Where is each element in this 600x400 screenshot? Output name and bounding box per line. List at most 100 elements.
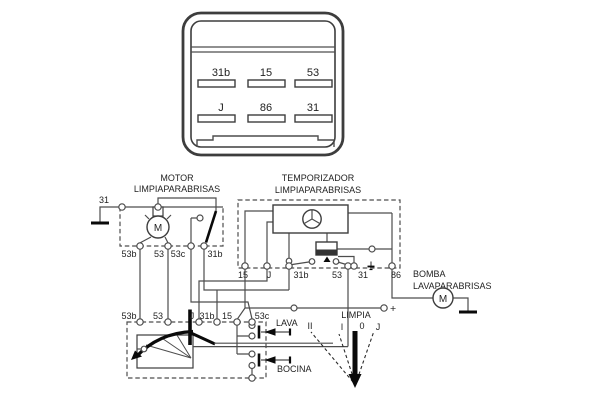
wires-to-limpia (193, 342, 348, 348)
lava-contact (248, 332, 256, 340)
terminal (154, 203, 162, 211)
terminal-label: 53 (332, 270, 342, 280)
terminal (164, 318, 172, 326)
relay-slot-31b (197, 79, 236, 88)
control-switch-box: 53b 53 J 31b 15 53c LAVA BOCINA (121, 309, 348, 382)
terminal (350, 262, 358, 270)
motor-title: MOTOR (160, 173, 194, 183)
ground-terminal-31: 31 (91, 195, 223, 225)
relay-terminal-label: 31b (212, 67, 230, 79)
terminal-label: 15 (238, 270, 248, 280)
terminal-label: J (267, 270, 272, 280)
pump-motor-icon (432, 287, 454, 309)
wire (190, 217, 197, 243)
wire (453, 297, 469, 312)
timer-title: TEMPORIZADOR (282, 173, 355, 183)
terminal-label: 53 (153, 311, 163, 321)
timer-title: LIMPIAPARABRISAS (275, 185, 361, 195)
terminal (233, 318, 241, 326)
terminal (213, 318, 221, 326)
terminal-label: 53 (154, 249, 164, 259)
junction (290, 304, 298, 312)
lava-arrow-icon (264, 328, 276, 336)
relay-slot-j (197, 114, 236, 123)
rotary-arrowhead-icon (131, 350, 142, 360)
bocina-label: BOCINA (277, 364, 312, 374)
terminal-label: 15 (222, 311, 232, 321)
rotary-positions (145, 333, 192, 359)
terminal-label: 31b (207, 249, 222, 259)
bocina-arrow-icon (264, 356, 276, 364)
terminal-label: 53c (255, 311, 270, 321)
terminal (388, 262, 396, 270)
fan-spokes (303, 209, 321, 225)
bocina-contact (248, 350, 256, 358)
wire-53c (190, 249, 253, 319)
terminal-label: 53b (121, 249, 136, 259)
relay-terminal-label: 15 (260, 67, 272, 79)
terminal (285, 262, 293, 270)
limpia-position-label: J (376, 322, 381, 332)
washer-pump: M (432, 287, 477, 314)
motor-title: LIMPIAPARABRISAS (134, 184, 220, 194)
wire (99, 206, 223, 223)
relay-slot-15 (247, 79, 286, 88)
terminal-label: J (190, 311, 195, 321)
switch-dashed-box (126, 321, 267, 379)
rotary-switch-body (136, 334, 194, 369)
relay-slot-53 (294, 79, 333, 88)
park-switch-blade (204, 210, 218, 243)
rotary-contact (140, 345, 148, 353)
pump-title: LAVAPARABRISAS (413, 281, 492, 291)
lava-label: LAVA (276, 318, 298, 328)
terminal (187, 242, 195, 250)
wire (157, 197, 217, 211)
wiper-motor-icon (146, 215, 170, 239)
terminal (263, 262, 271, 270)
terminal-label: 31 (358, 270, 368, 280)
terminal (248, 374, 256, 382)
terminal (195, 318, 203, 326)
relay-contact (308, 258, 316, 265)
timer-dashed-box (237, 199, 401, 269)
rotary-sweep-arc (134, 329, 194, 359)
terminal (118, 203, 126, 211)
relay-terminal-label: 53 (307, 67, 319, 79)
terminal-label: 31b (293, 270, 308, 280)
timer-box: 15 J 31b 53 31 86 (237, 199, 433, 299)
wire (288, 255, 355, 266)
park-contact (196, 214, 204, 222)
wire-15-plus (237, 269, 381, 320)
relay-terminal-label: 86 (260, 102, 272, 114)
motor-letter: M (154, 223, 162, 234)
plus-label: + (390, 303, 396, 315)
terminal (248, 318, 256, 326)
relay-coil-core (316, 249, 337, 255)
junction (368, 245, 376, 253)
relay-terminal-label: 31 (307, 102, 319, 114)
limpia-switch: LIMPIA II I 0 J (307, 310, 380, 388)
limpia-label: LIMPIA (341, 310, 371, 320)
relay-terminal-label: J (218, 102, 224, 114)
relay-connector: 31b 15 53 J 86 31 (181, 11, 345, 157)
wire-j (198, 269, 268, 319)
wire-31b (203, 249, 290, 319)
terminal (241, 262, 249, 270)
plus-terminal (380, 304, 388, 312)
bocina-contact (248, 361, 256, 370)
position-fan-lines (310, 330, 375, 383)
terminal (136, 242, 144, 250)
limpia-position-label: 0 (359, 321, 364, 331)
wire (244, 210, 433, 299)
relay-contact (332, 258, 340, 265)
terminal-label: 53c (171, 249, 186, 259)
pump-title: BOMBA (413, 269, 446, 279)
limpia-position-label: II (307, 321, 312, 331)
switch-lever-link (190, 331, 216, 346)
relay-slot-86 (247, 114, 286, 123)
limpia-position-label: I (341, 322, 344, 332)
pump-letter: M (439, 294, 447, 305)
limpia-lever-arrowhead-icon (348, 374, 362, 388)
terminal-label: 31b (199, 311, 214, 321)
